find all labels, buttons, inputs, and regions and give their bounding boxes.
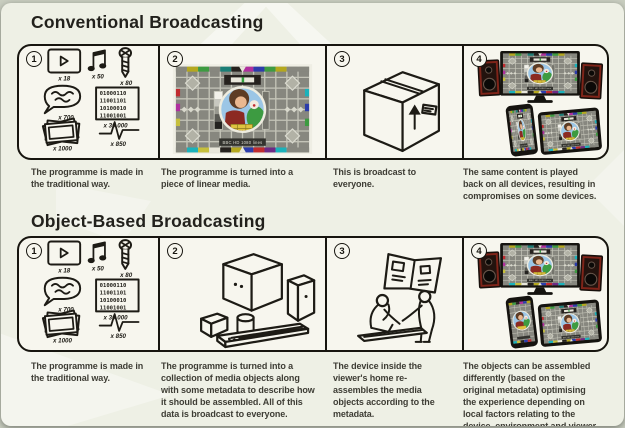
panel-number-badge: 4 (471, 51, 487, 67)
panel-conventional-1: 1 (19, 46, 158, 158)
section-title-object-based: Object-Based Broadcasting (31, 211, 266, 231)
panel-conventional-3: 3 (325, 46, 462, 158)
panel-strip-conventional: 1 2 3 4 (17, 44, 609, 160)
caption: The objects can be assembled differently… (463, 361, 598, 426)
caption: The programme is made in the traditional… (31, 167, 144, 190)
caption: The programme is made in the traditional… (31, 361, 144, 384)
caption: This is broadcast to everyone. (333, 167, 417, 190)
panel-object-2: 2 (158, 238, 325, 350)
panel-number-badge: 4 (471, 243, 487, 259)
section-title-conventional: Conventional Broadcasting (31, 12, 264, 32)
panel-object-1: 1 (19, 238, 158, 350)
panel-number-badge: 1 (26, 51, 42, 67)
panel-conventional-2: 2 (158, 46, 325, 158)
caption: The programme is turned into a collectio… (161, 361, 315, 420)
caption: The same content is played back on all d… (463, 167, 597, 202)
cardboard-box-icon (363, 71, 441, 153)
panel-object-3: 3 (325, 238, 462, 350)
people-assembling-icon (357, 253, 443, 343)
caption: The programme is turned into a piece of … (161, 167, 294, 190)
person-icon (369, 293, 401, 333)
media-boxes-icon (200, 253, 316, 349)
panel-number-badge: 2 (167, 51, 183, 67)
panel-conventional-4: 4 (462, 46, 607, 158)
panel-object-4: 4 (462, 238, 607, 350)
caption: The device inside the viewer's home re-a… (333, 361, 435, 420)
panel-number-badge: 2 (167, 243, 183, 259)
testcard-photo (172, 64, 313, 154)
panel-number-badge: 3 (334, 51, 350, 67)
panel-number-badge: 1 (26, 243, 42, 259)
panel-number-badge: 3 (334, 243, 350, 259)
panel-strip-object-based: 1 2 (17, 236, 609, 352)
poster-card: Conventional Broadcasting 1 2 3 (1, 3, 624, 426)
instruction-sheet-icon (383, 253, 443, 294)
captions-row-conventional: The programme is made in the traditional… (17, 166, 609, 202)
captions-row-object-based: The programme is made in the traditional… (17, 360, 609, 426)
